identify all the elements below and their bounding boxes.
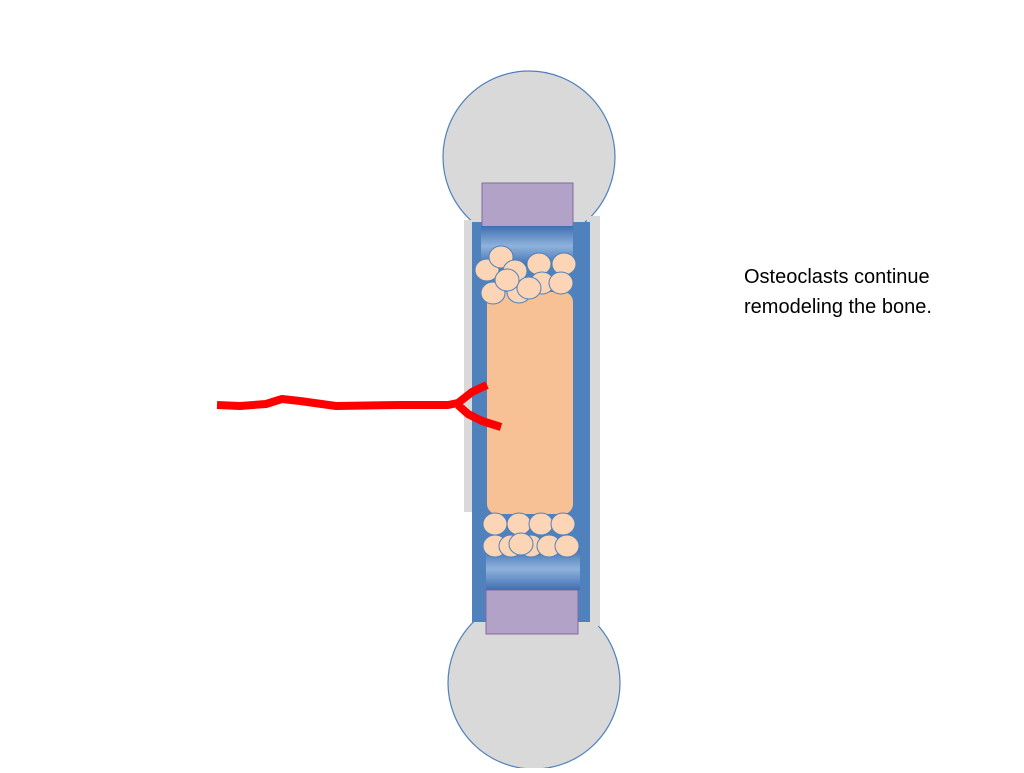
caption-line-1: Osteoclasts continue <box>744 262 1014 292</box>
osteoclast-cell <box>552 253 576 275</box>
osteoclast-cell <box>517 277 541 299</box>
caption: Osteoclasts continue remodeling the bone… <box>744 262 1014 322</box>
top-growth-plate <box>482 183 573 227</box>
osteoclast-cell <box>483 513 507 535</box>
caption-line-2: remodeling the bone. <box>744 292 1014 322</box>
osteoclast-cluster-bottom <box>483 513 579 557</box>
osteoclast-cell <box>551 513 575 535</box>
osteoclast-cell <box>509 533 533 555</box>
osteoclast-cell <box>549 272 573 294</box>
blood-vessel <box>217 385 501 427</box>
bottom-growth-plate <box>486 590 578 634</box>
osteoclast-cell <box>527 253 551 275</box>
osteoclast-cell <box>555 535 579 557</box>
marrow-cavity <box>487 292 573 514</box>
osteoclast-cell <box>507 513 531 535</box>
osteoclast-cell <box>495 269 519 291</box>
osteoclast-cell <box>529 513 553 535</box>
